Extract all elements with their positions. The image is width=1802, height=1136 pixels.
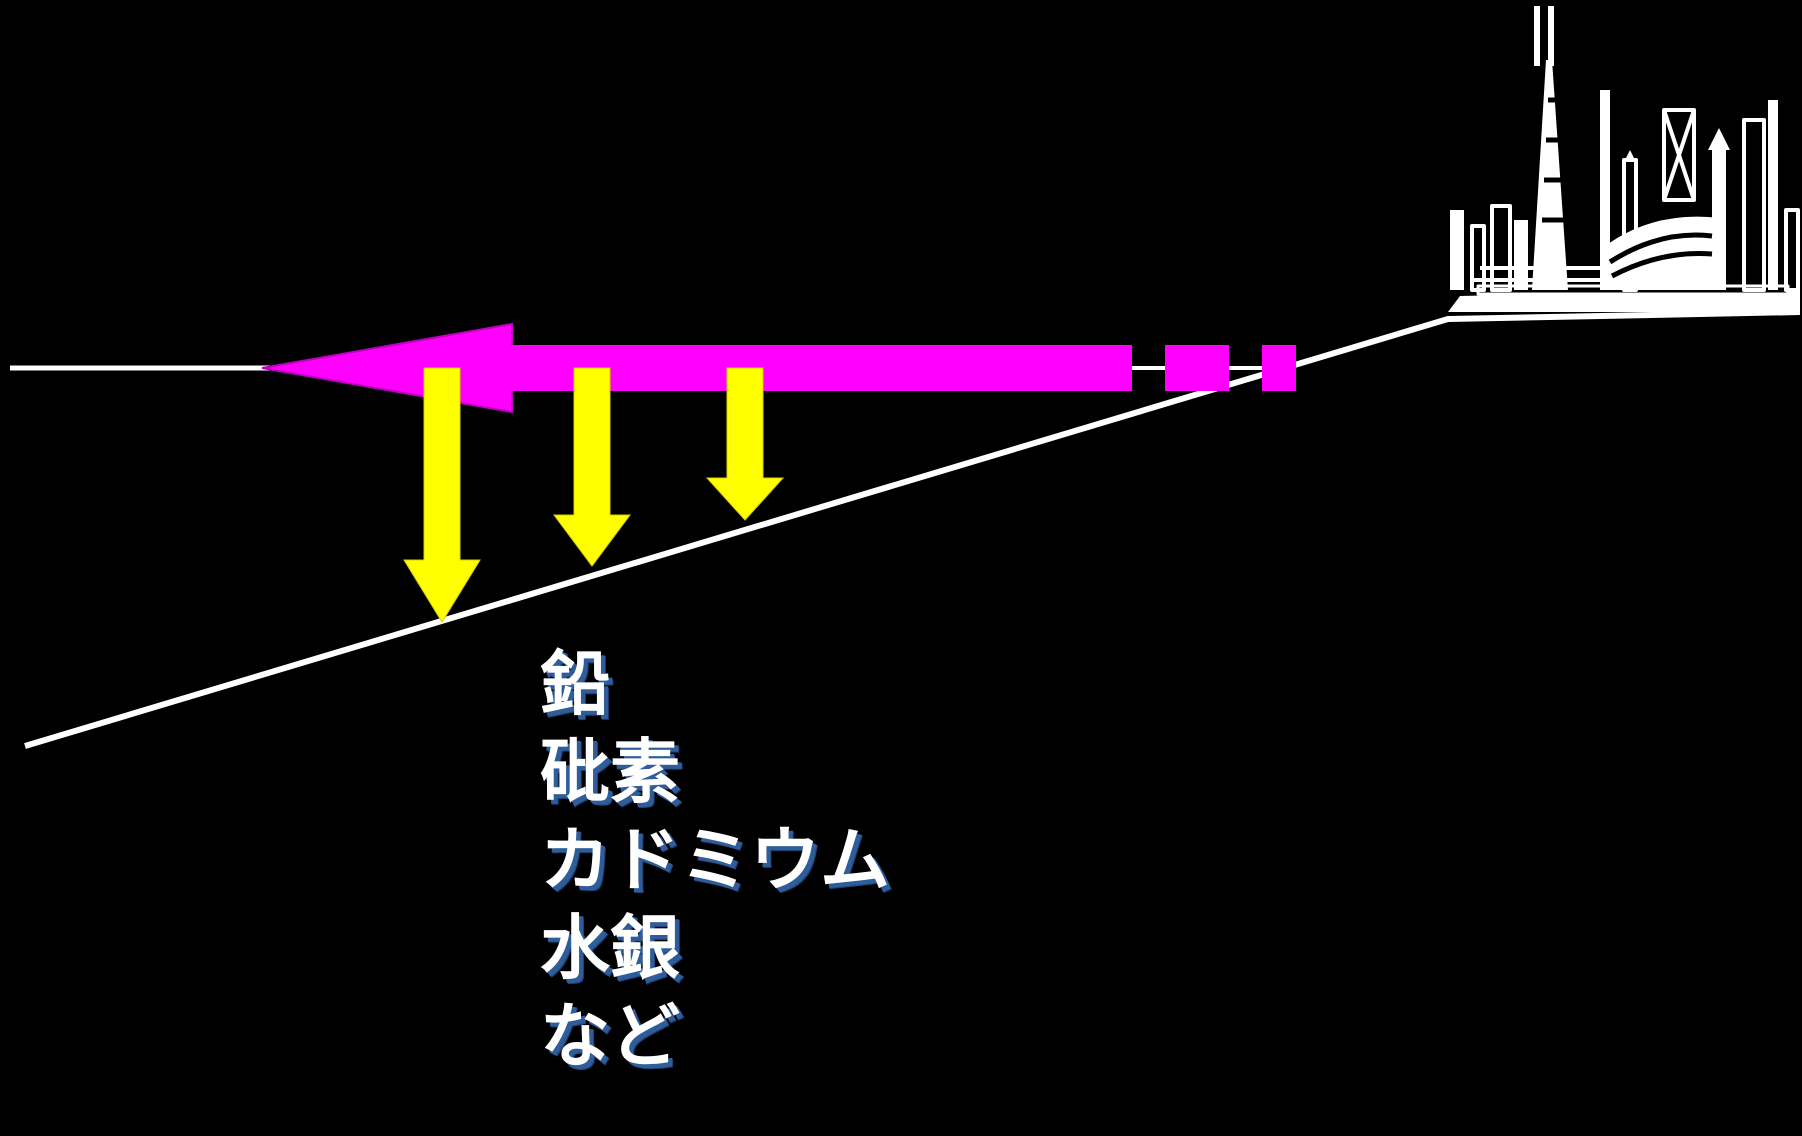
flow-arrow-dash-1: [1165, 345, 1229, 391]
substance-list: 鉛 砒素 カドミウム 水銀 など: [540, 640, 890, 1080]
substance-item-etc: など: [540, 995, 680, 1077]
city-skyline-icon: [1448, 6, 1800, 312]
ground-slope-line: [24, 309, 1801, 749]
substance-item-arsenic: 砒素: [540, 731, 680, 813]
deposition-arrow-3: [705, 367, 785, 521]
flow-arrow-head: [261, 322, 513, 414]
deposition-arrow-1: [403, 367, 481, 623]
flow-arrow-dash-2: [1262, 345, 1296, 391]
substance-item-mercury: 水銀: [540, 907, 680, 989]
flow-arrow-shaft: [510, 345, 1132, 391]
substance-item-lead: 鉛: [540, 643, 610, 725]
deposition-arrow-2: [553, 367, 631, 567]
substance-item-cadmium: カドミウム: [540, 819, 890, 901]
flow-arrow: [261, 322, 1296, 414]
